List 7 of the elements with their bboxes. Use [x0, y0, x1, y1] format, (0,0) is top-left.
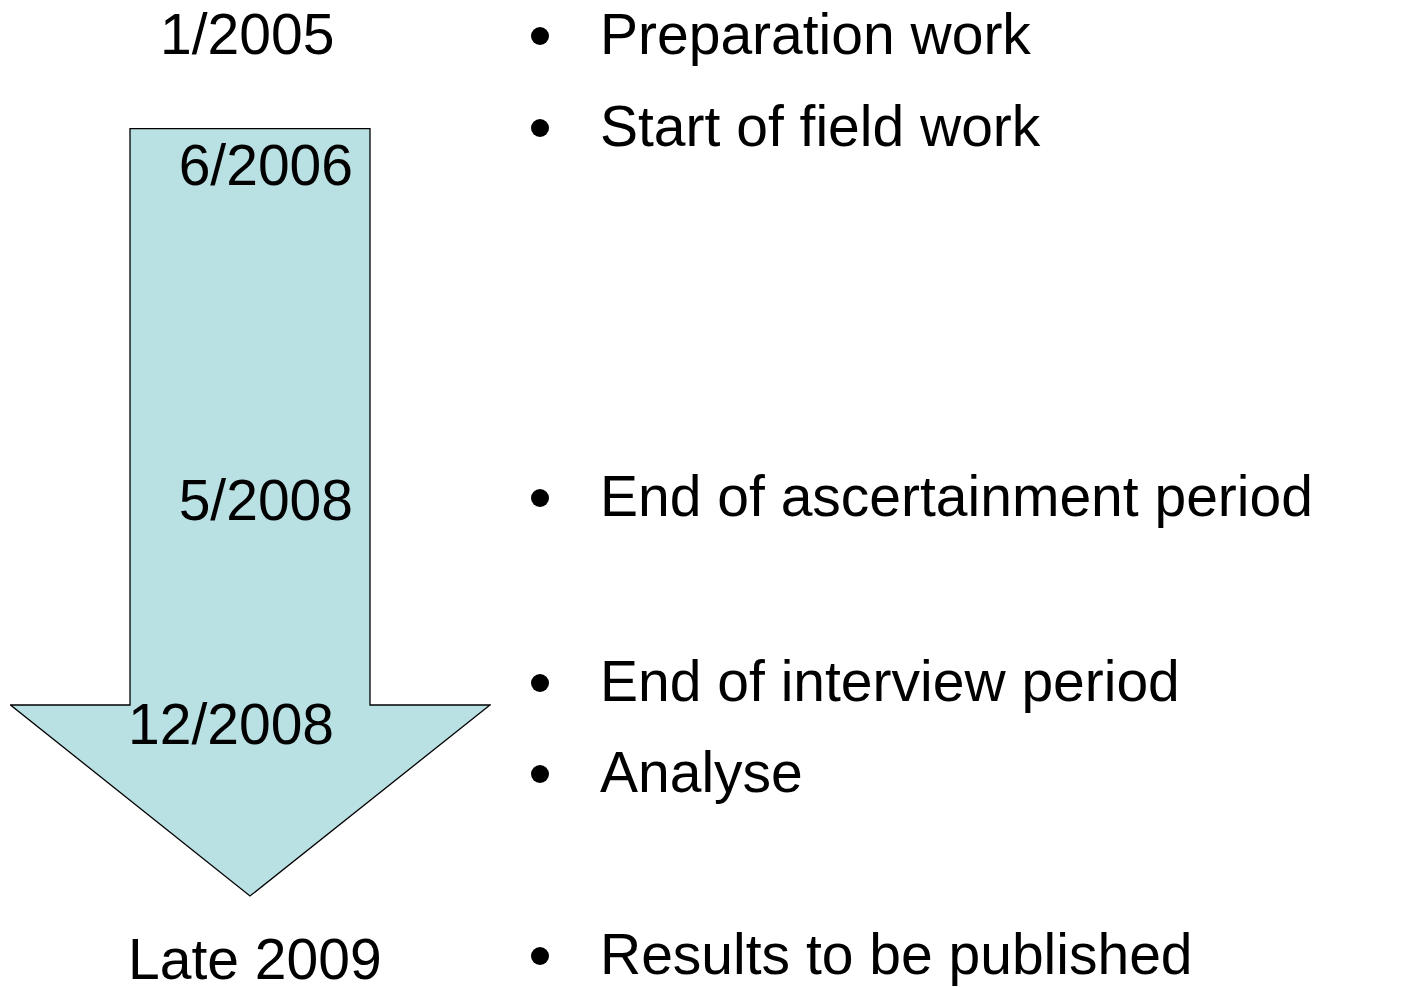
date-label: 12/2008 [128, 696, 335, 753]
date-label: Late 2009 [128, 931, 382, 987]
date-label: 5/2008 [178, 472, 353, 529]
date-label: 1/2005 [160, 6, 335, 63]
list-item-text: Start of field work [600, 98, 1041, 155]
timeline-arrow [10, 128, 491, 898]
date-label: 6/2006 [178, 137, 353, 194]
